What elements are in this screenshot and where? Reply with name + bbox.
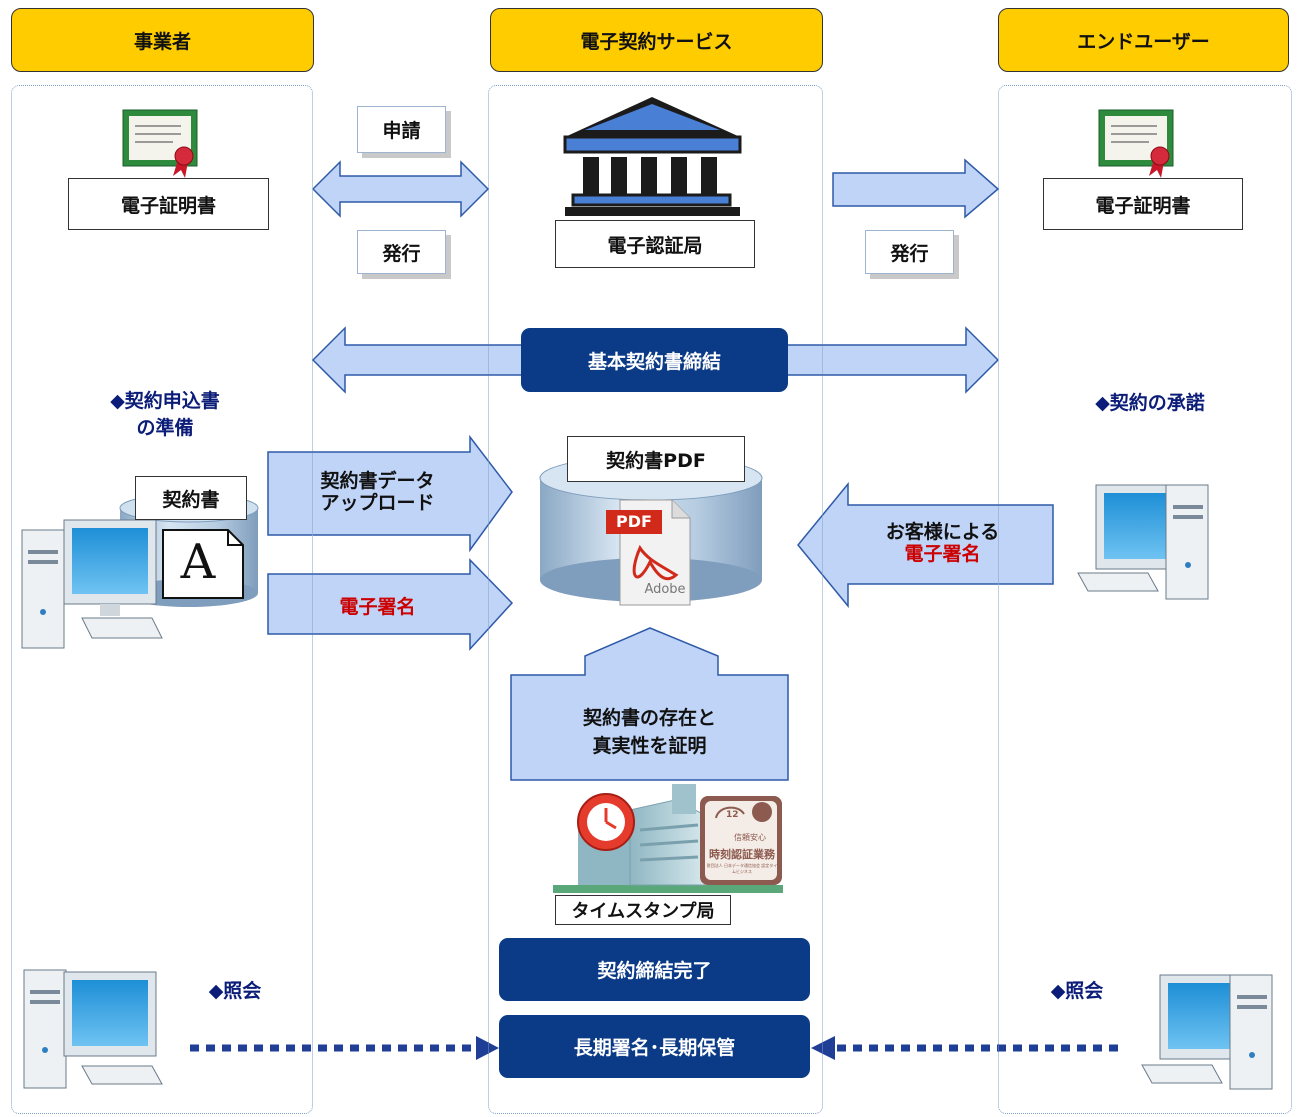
certificate-label-right: 電子証明書 — [1043, 178, 1243, 230]
adobe-text: Adobe — [644, 582, 686, 597]
customer-line1: お客様による — [885, 521, 1000, 543]
seal-text-main: 時刻認証業務 — [709, 848, 775, 861]
contract-label: 契約書 — [135, 476, 247, 520]
pdf-badge-text: PDF — [616, 512, 652, 531]
upload-line2: アップロード — [320, 492, 435, 514]
timestamp-authority-label: タイムスタンプ局 — [555, 895, 731, 925]
long-term-storage-box: 長期署名･長期保管 — [499, 1015, 810, 1078]
basic-contract-box: 基本契約書締結 — [521, 328, 788, 392]
certificate-authority-label: 電子認証局 — [555, 220, 755, 268]
column-header-business: 事業者 — [11, 8, 314, 72]
apply-issue-double-arrow — [311, 160, 490, 218]
computer-icon-left-top — [21, 519, 163, 649]
document-glyph: A — [180, 534, 216, 590]
issue-label-right: 発行 — [865, 230, 954, 274]
certificate-authority-building-icon — [563, 97, 742, 216]
issue-right-arrow — [832, 158, 1000, 219]
inquiry-note-right: ◆照会 — [1050, 980, 1104, 1002]
column-area-end-user — [998, 85, 1292, 1114]
issue-label-left: 発行 — [357, 230, 446, 274]
prepare-note-line2: の準備 — [136, 417, 194, 439]
time-certification-seal-icon — [700, 796, 782, 885]
prepare-note-line1: ◆契約申込書 — [110, 390, 220, 412]
proof-line2: 真実性を証明 — [592, 735, 707, 757]
document-icon — [162, 529, 244, 599]
seal-text-top: 信頼安心 — [734, 833, 766, 842]
column-header-service: 電子契約サービス — [490, 8, 823, 72]
esign-left-text: 電子署名 — [339, 596, 416, 618]
proof-line1: 契約書の存在と — [582, 707, 716, 729]
prepare-application-note: ◆契約申込書 の準備 — [60, 388, 270, 442]
upload-text: 契約書データ アップロード — [280, 470, 475, 514]
proof-text: 契約書の存在と 真実性を証明 — [511, 704, 788, 760]
upload-arrow — [267, 434, 513, 553]
column-area-business — [11, 85, 313, 1114]
column-area-service — [488, 85, 823, 1114]
computer-icon-right-top — [1077, 484, 1209, 600]
proof-up-arrow — [510, 627, 789, 781]
pdf-label: 契約書PDF — [567, 436, 745, 482]
certificate-icon-right — [1098, 109, 1174, 178]
certificate-label-left: 電子証明書 — [68, 178, 269, 230]
customer-line2: 電子署名 — [904, 543, 981, 565]
upload-line1: 契約書データ — [320, 470, 435, 492]
column-header-end-user: エンドユーザー — [998, 8, 1289, 72]
inquiry-left-arrowhead — [476, 1036, 499, 1060]
esign-left-arrow — [267, 558, 514, 651]
timestamp-building-icon — [553, 784, 783, 893]
accept-contract-note: ◆契約の承諾 — [1095, 392, 1205, 414]
customer-esign-arrow — [797, 481, 1054, 609]
computer-icon-right-bottom — [1141, 974, 1273, 1090]
seal-number: 12 — [726, 810, 739, 820]
certificate-icon-left — [122, 109, 198, 178]
inquiry-note-left: ◆照会 — [208, 980, 262, 1002]
seal-text-bottom: 財団法人 日本データ通信協会 認定タイムビジネス — [706, 863, 778, 874]
pdf-file-icon — [606, 499, 691, 606]
customer-esign-text: お客様による 電子署名 — [840, 521, 1045, 565]
inquiry-right-arrowhead — [811, 1036, 835, 1060]
contract-complete-box: 契約締結完了 — [499, 938, 810, 1001]
computer-icon-left-bottom — [23, 969, 163, 1089]
apply-label: 申請 — [357, 106, 446, 153]
